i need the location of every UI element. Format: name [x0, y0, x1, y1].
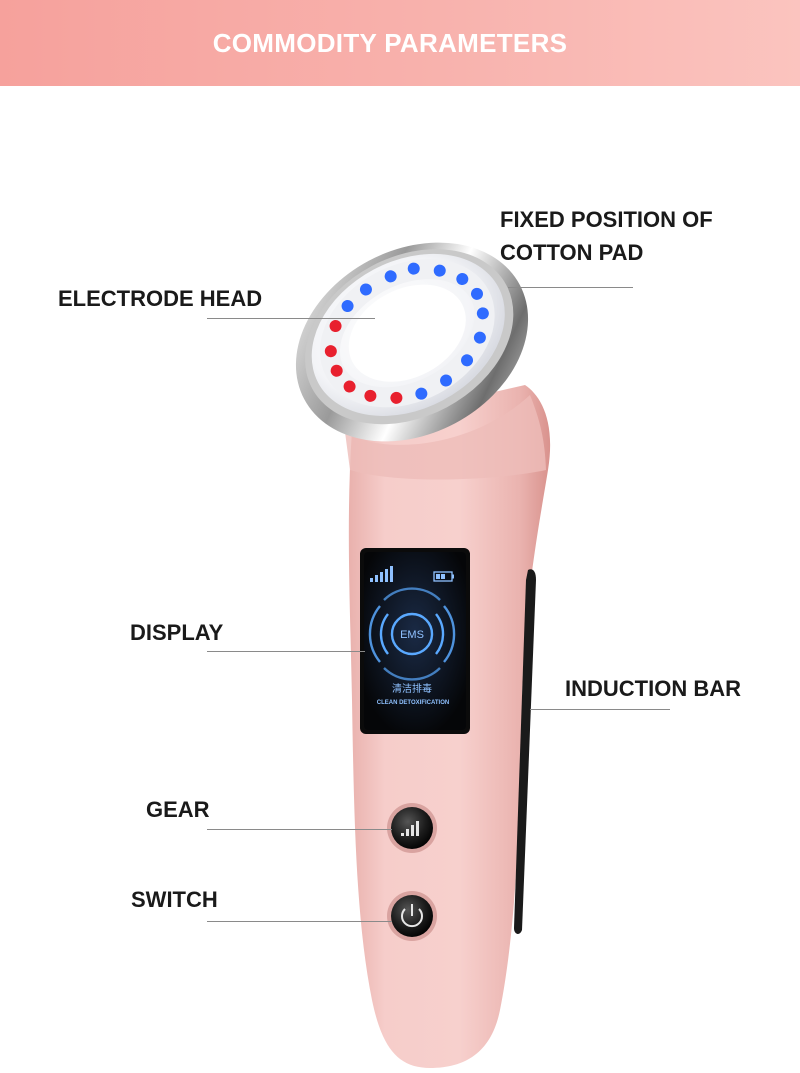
- leader-induction-bar: [530, 709, 670, 710]
- leader-fixed-position: [508, 287, 633, 288]
- leader-gear: [207, 829, 392, 830]
- gear-level-icon: [401, 821, 419, 836]
- page-title: COMMODITY PARAMETERS: [212, 27, 568, 58]
- mode-subtitle: CLEAN DETOXIFICATION: [377, 700, 449, 706]
- electrode-head: [295, 242, 529, 442]
- device-neck: [345, 395, 546, 480]
- label-induction-bar: INDUCTION BAR: [565, 676, 741, 701]
- leader-electrode-head: [207, 318, 375, 319]
- gear-button: [387, 803, 437, 853]
- label-gear: GEAR: [146, 797, 210, 822]
- leader-switch: [207, 921, 392, 922]
- label-fixed-position-line2: COTTON PAD: [500, 240, 644, 265]
- label-fixed-position-line1: FIXED POSITION OF: [500, 207, 713, 232]
- label-switch: SWITCH: [131, 887, 218, 912]
- label-electrode-head: ELECTRODE HEAD: [58, 286, 263, 311]
- display-screen: EMS 清洁排毒 CLEAN DETOXIFICATION: [360, 548, 470, 734]
- induction-bar-strip: [514, 569, 536, 934]
- ems-mode-graphic: [368, 587, 456, 681]
- power-icon: [401, 904, 423, 928]
- battery-icon: [433, 571, 454, 582]
- switch-button: [387, 891, 437, 941]
- mode-name: 清洁排毒: [392, 682, 432, 695]
- ems-badge: EMS: [400, 629, 424, 641]
- signal-icon: [370, 566, 393, 582]
- label-display: DISPLAY: [130, 620, 224, 645]
- leader-display: [207, 651, 365, 652]
- header-banner: COMMODITY PARAMETERS: [0, 0, 800, 86]
